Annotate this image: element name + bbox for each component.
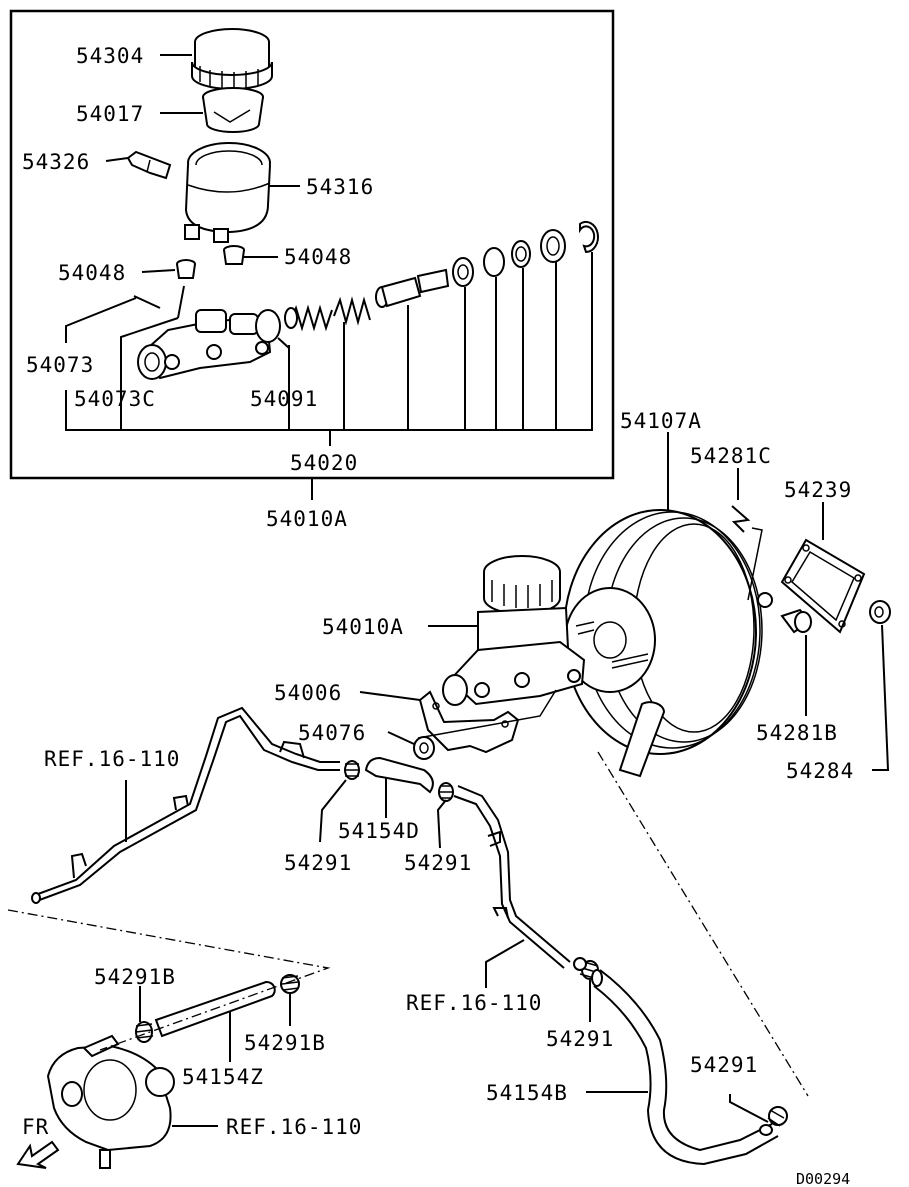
label-54010a-box: 54010A <box>266 507 348 531</box>
label-54326: 54326 <box>22 150 90 174</box>
o-ring <box>255 309 281 343</box>
label-54154z: 54154Z <box>182 1065 264 1089</box>
label-54073c: 54073C <box>74 387 156 411</box>
label-ref-top: REF.16-110 <box>44 747 180 771</box>
clamp-54291b-right <box>280 974 300 994</box>
brake-booster <box>563 509 773 778</box>
label-54048-right: 54048 <box>284 245 352 269</box>
strainer <box>202 87 264 133</box>
vacuum-pipe-left <box>31 706 340 904</box>
clamp-54291b-left <box>135 1021 154 1043</box>
label-fr: FR <box>22 1115 49 1139</box>
nut <box>869 600 891 624</box>
label-54048-left: 54048 <box>58 261 126 285</box>
label-54291-b: 54291 <box>404 851 472 875</box>
label-54304: 54304 <box>76 44 144 68</box>
label-54291b-right: 54291B <box>244 1031 326 1055</box>
label-54284: 54284 <box>786 759 854 783</box>
label-ref-mid: REF.16-110 <box>406 991 542 1015</box>
inset-leaders <box>65 54 300 380</box>
pin-54073 <box>133 295 161 309</box>
label-54291-a: 54291 <box>284 851 352 875</box>
front-arrow-icon <box>16 1140 60 1169</box>
group-bracket <box>65 252 593 446</box>
label-54010a-main: 54010A <box>322 615 404 639</box>
clevis-pin <box>780 608 812 634</box>
reservoir-cap <box>191 28 273 90</box>
label-54091: 54091 <box>250 387 318 411</box>
label-54291b-left: 54291B <box>94 965 176 989</box>
level-sensor <box>126 150 172 180</box>
master-cylinder-assembly <box>442 555 649 706</box>
assembly-leaders <box>125 432 890 1127</box>
clamp-54291-b <box>438 782 454 802</box>
label-54154b: 54154B <box>486 1081 568 1105</box>
label-54291-d: 54291 <box>690 1053 758 1077</box>
label-54017: 54017 <box>76 102 144 126</box>
pin-54073c <box>177 285 185 319</box>
label-54006: 54006 <box>274 681 342 705</box>
label-ref-bottom: REF.16-110 <box>226 1115 362 1139</box>
nut-54076 <box>413 736 435 760</box>
label-54107a: 54107A <box>620 409 702 433</box>
seal-rings <box>452 221 599 287</box>
clamp-54291-a <box>344 760 360 780</box>
cylinder-body <box>137 309 272 380</box>
reservoir <box>184 142 271 243</box>
secondary-piston <box>333 268 450 326</box>
clamp-54291-c <box>573 957 599 980</box>
label-54239: 54239 <box>784 478 852 502</box>
grommet-left <box>176 259 196 279</box>
label-54281b: 54281B <box>756 721 838 745</box>
grommet-right <box>223 245 245 265</box>
label-54020: 54020 <box>290 451 358 475</box>
vacuum-pipe-middle <box>453 785 571 969</box>
hose-54154d <box>364 756 434 794</box>
drawing-code: D00294 <box>796 1170 850 1187</box>
dashed-link-right <box>597 751 809 1097</box>
hose-54154b <box>591 969 779 1166</box>
clamp-54291-d <box>759 1106 788 1136</box>
vacuum-pump <box>46 1034 175 1169</box>
label-54291-c: 54291 <box>546 1027 614 1051</box>
bracket <box>418 690 520 754</box>
primary-spring <box>284 304 333 332</box>
dashed-link-left <box>7 909 331 1051</box>
label-54281c: 54281C <box>690 444 772 468</box>
label-54154d: 54154D <box>338 819 420 843</box>
label-54316: 54316 <box>306 175 374 199</box>
label-54073: 54073 <box>26 353 94 377</box>
label-54076: 54076 <box>298 721 366 745</box>
clip <box>731 505 751 533</box>
gasket <box>780 538 866 634</box>
